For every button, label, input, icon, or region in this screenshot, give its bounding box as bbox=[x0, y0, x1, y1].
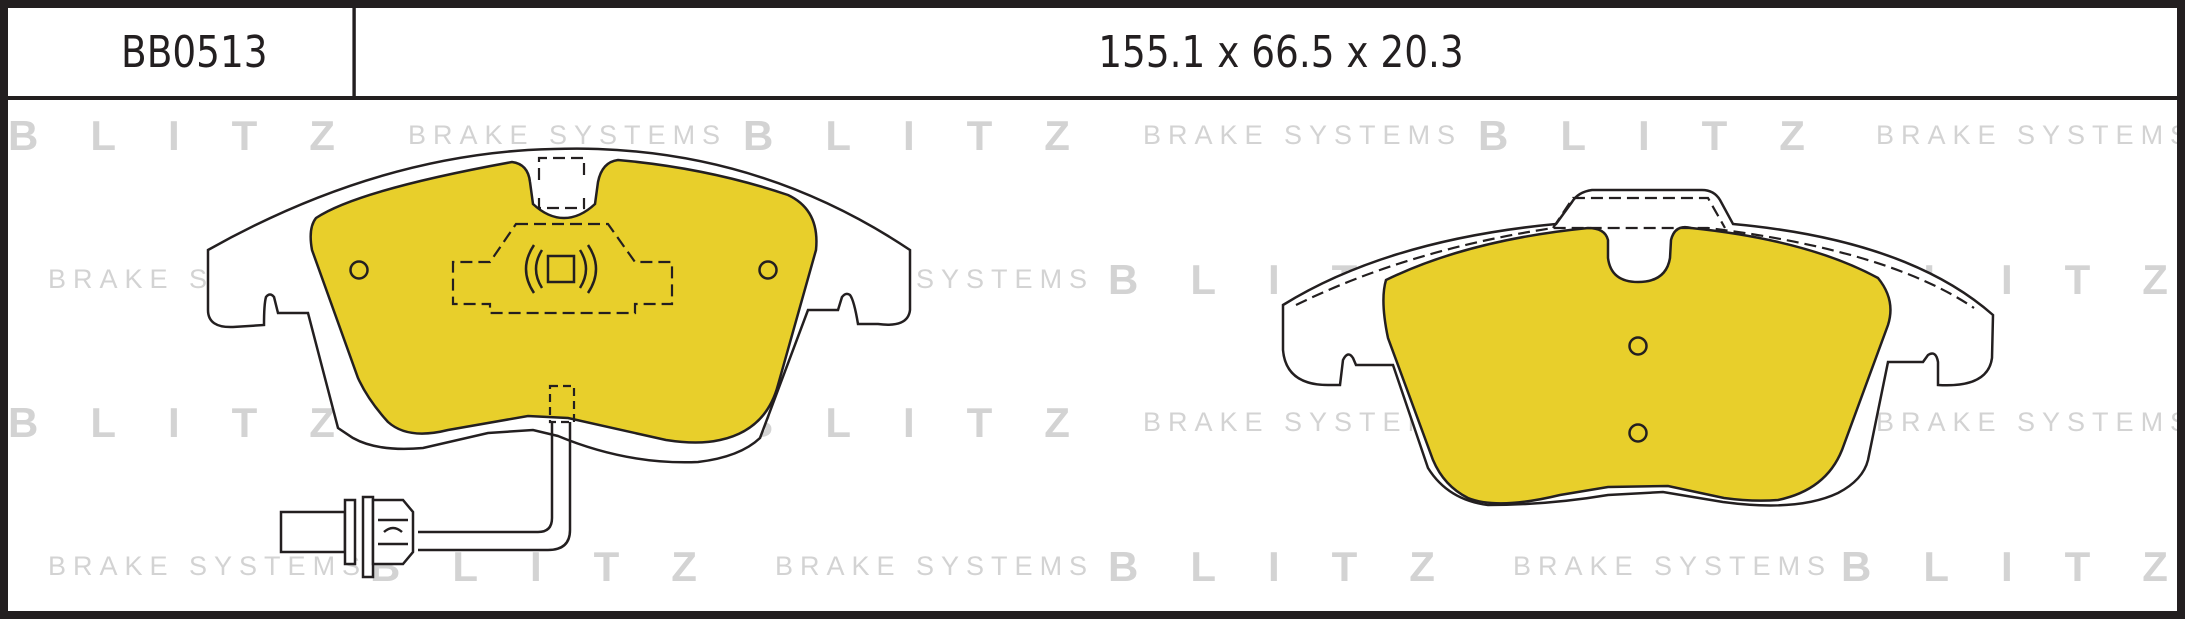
right-brake-pad bbox=[1281, 188, 1995, 507]
dimensions-cell: 155.1 x 66.5 x 20.3 bbox=[384, 8, 2177, 96]
watermark-blitz: BLITZ bbox=[1841, 543, 2177, 590]
left-brake-pad bbox=[206, 147, 912, 579]
part-code: BB0513 bbox=[36, 8, 356, 96]
pad-dimensions: 155.1 x 66.5 x 20.3 bbox=[1097, 26, 1464, 78]
wear-sensor-connector-flange bbox=[343, 498, 357, 566]
right-centre-hole bbox=[1628, 336, 1648, 356]
watermark-brake: BRAKE SYSTEMS bbox=[1513, 551, 1832, 581]
header-row: BB0513 155.1 x 66.5 x 20.3 bbox=[8, 8, 2177, 100]
watermark-blitz: BLITZ bbox=[743, 399, 1122, 446]
left-centre-spring bbox=[546, 254, 576, 284]
watermark-brake: BRAKE SYSTEMS bbox=[1876, 120, 2177, 150]
watermark-blitz: BLITZ bbox=[8, 399, 387, 446]
watermark-brake: BRAKE SYSTEMS bbox=[1143, 407, 1462, 437]
left-spring-arc bbox=[524, 244, 598, 294]
left-mounting-hole bbox=[758, 260, 778, 280]
watermark-blitz: BLITZ bbox=[1478, 112, 1857, 159]
watermark-brake: BRAKE SYSTEMS bbox=[1143, 120, 1462, 150]
wear-sensor-wire bbox=[418, 422, 572, 552]
brake-pad-drawing: BLITZ BRAKE SYSTEMS BLITZ BRAKE SYSTEMS … bbox=[8, 112, 2177, 590]
wear-sensor-connector-clip bbox=[361, 495, 375, 579]
watermark-brake: BRAKE SYSTEMS bbox=[775, 551, 1094, 581]
watermark-blitz: BLITZ bbox=[743, 112, 1122, 159]
left-friction-pad bbox=[309, 158, 818, 444]
watermark-brake: BRAKE SYSTEMS bbox=[48, 551, 367, 581]
right-shim-outline bbox=[1295, 196, 1975, 309]
right-centre-hole bbox=[1628, 423, 1648, 443]
watermark-blitz: BLITZ bbox=[1108, 543, 1487, 590]
right-friction-pad bbox=[1382, 226, 1892, 505]
watermark-blitz: BLITZ bbox=[8, 112, 387, 159]
wear-sensor-connector bbox=[279, 510, 347, 554]
wear-sensor-grommet-detail bbox=[378, 518, 408, 546]
wear-sensor-grommet bbox=[371, 498, 415, 566]
wear-sensor-tab bbox=[548, 384, 576, 424]
watermark-brake: BRAKE SYSTEMS bbox=[1876, 407, 2177, 437]
left-mounting-hole bbox=[349, 260, 369, 280]
watermark-brake: BRAKE SYSTEMS bbox=[408, 120, 727, 150]
left-clip-outline bbox=[451, 156, 674, 315]
